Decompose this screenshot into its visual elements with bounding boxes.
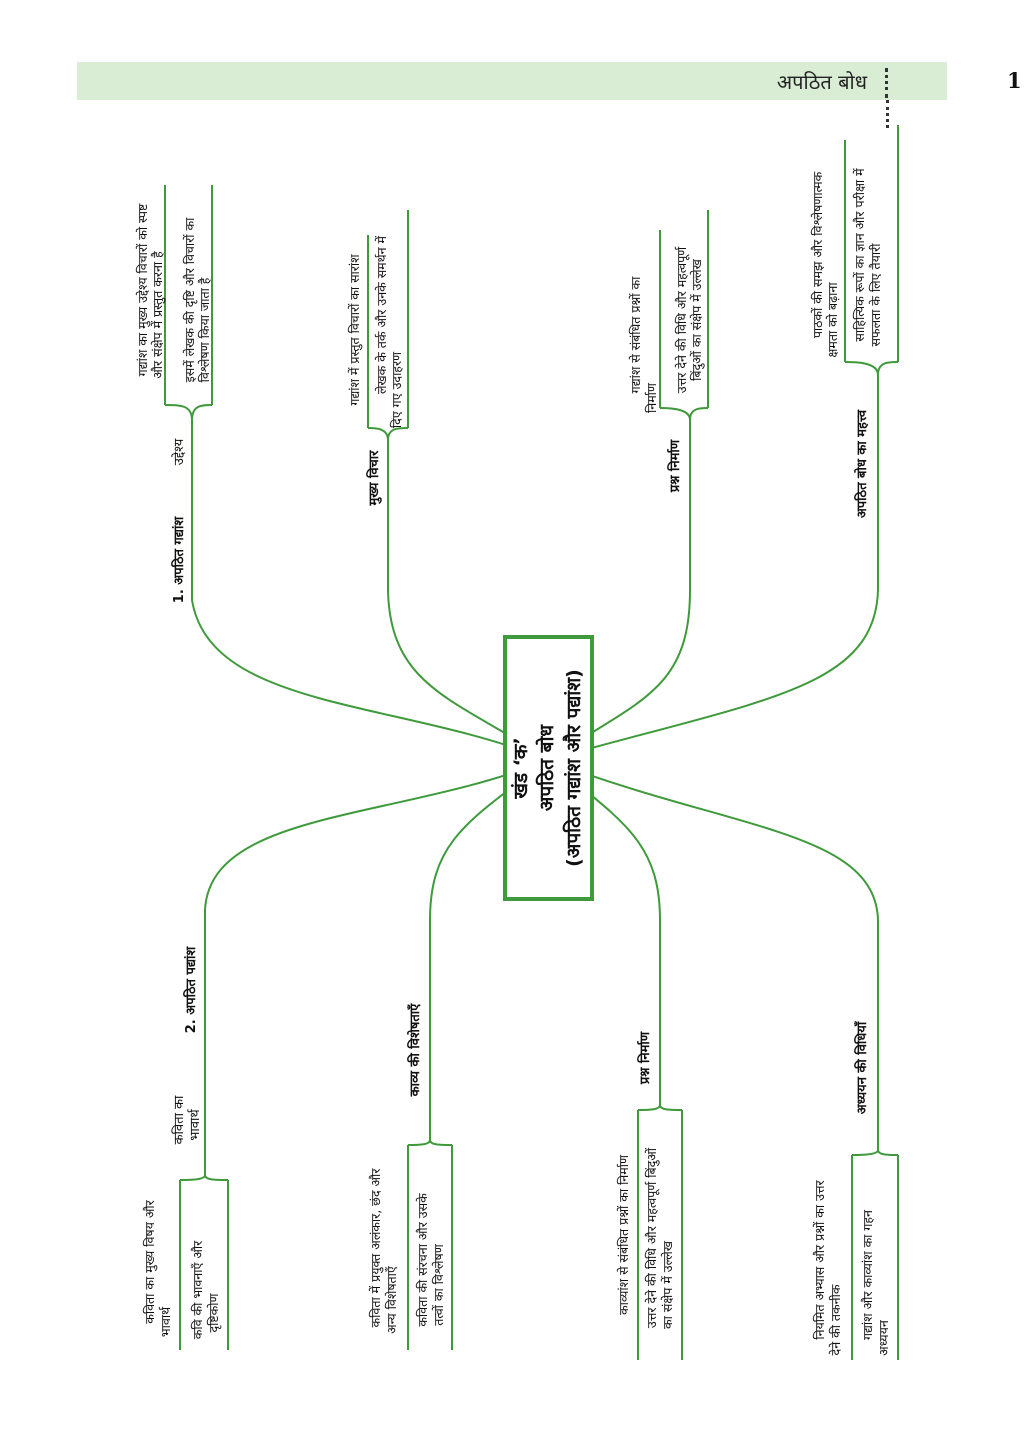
leaf-b3-2a: उत्तर देने की विधि और महत्वपूर्ण xyxy=(674,246,690,394)
header-separator xyxy=(885,68,888,98)
center-title-line3: (अपठित गद्यांश और पद्यांश) xyxy=(563,669,586,867)
leaf-b8-2a: गद्यांश और काव्यांश का गहन xyxy=(860,1210,876,1340)
sub-label-b5-line2: भावार्थ xyxy=(187,1109,203,1141)
header-dotted-tick xyxy=(886,100,889,128)
branch-label-2: मुख्य विचार xyxy=(366,450,382,506)
leaf-b2-1a: गद्यांश में प्रस्तुत विचारों का सारांश xyxy=(347,254,363,406)
leaf-b4-1a: पाठकों की समझ और विश्लेषणात्मक xyxy=(810,171,826,339)
center-title-line2: अपठित बोध xyxy=(536,724,559,812)
page-header: अपठित बोध 1 xyxy=(77,62,1022,100)
branch-label-6: काव्य की विशेषताएँ xyxy=(407,1003,423,1097)
leaf-b1-2a: इसमें लेखक की दृष्टि और विचारों का xyxy=(182,217,198,383)
fork-b8 xyxy=(851,1140,899,1156)
leaf-b2-2b: दिए गए उदाहरण xyxy=(389,351,405,429)
leaf-b3-1a: गद्यांश से संबंधित प्रश्नों का xyxy=(628,276,644,394)
connector-b4 xyxy=(547,420,879,761)
connector-b1 xyxy=(191,470,549,761)
leaf-b6-2a: कविता की संरचना और उसके xyxy=(415,1193,431,1327)
leaf-b7-1a: काव्यांश से संबंधित प्रश्नों का निर्माण xyxy=(616,1154,632,1316)
fork-b7 xyxy=(637,1095,683,1111)
fork-b6 xyxy=(407,1130,453,1146)
leaf-b1-1b: और संक्षेप में प्रस्तुत करना है xyxy=(150,251,166,379)
branch-label-7: प्रश्न निर्माण xyxy=(637,1031,653,1085)
leaf-b4-2b: सफलता के लिए तैयारी xyxy=(868,243,884,347)
center-title-line1: खंड ‘क’ xyxy=(510,737,533,799)
center-node-box xyxy=(503,635,594,901)
leaf-b5-1b: भावार्थ xyxy=(158,1306,174,1338)
leaf-b3-2b: बिंदुओं का संक्षेप में उल्लेख xyxy=(689,259,705,381)
leaf-b1-2b: विश्लेषण किया जाता है xyxy=(197,277,213,383)
leaf-b4-1b: क्षमता को बढ़ाना xyxy=(825,282,841,358)
leaf-b5-1a: कविता का मुख्य विषय और xyxy=(142,1200,158,1324)
sub-label-b5-line1: कविता का xyxy=(171,1095,187,1145)
leaf-b4-2a: साहित्यिक रूपों का ज्ञान और परीक्षा में xyxy=(852,168,868,342)
leaf-b5-2b: दृष्टिकोण xyxy=(206,1293,222,1333)
branch-label-3: प्रश्न निर्माण xyxy=(667,439,683,493)
leaf-b6-1b: अन्य विशेषताएँ xyxy=(384,1266,400,1334)
fork-b5 xyxy=(179,1165,229,1181)
connector-b5 xyxy=(204,759,549,1165)
leaf-b8-1a: नियमित अभ्यास और प्रश्नों का उत्तर xyxy=(812,1180,828,1340)
leaf-b7-2a: उत्तर देने की विधि और महत्वपूर्ण बिंदुओं xyxy=(644,1147,660,1329)
page-number: 1 xyxy=(1007,68,1022,93)
leaf-b6-1a: कविता में प्रयुक्त अलंकार, छंद और xyxy=(368,1168,384,1328)
leaf-b8-1b: देने की तकनीक xyxy=(828,1284,844,1356)
branch-label-8: अध्ययन की विधियाँ xyxy=(854,1021,870,1115)
leaf-b1-1a: गद्यांश का मुख्य उद्देश्य विचारों को स्प… xyxy=(135,203,151,377)
fork-b1 xyxy=(164,404,213,470)
fork-b2 xyxy=(367,427,409,470)
branch-label-1: 1. अपठित गद्यांश xyxy=(171,516,187,604)
branch-label-5: 2. अपठित पद्यांश xyxy=(183,946,199,1034)
leaf-b2-2a: लेखक के तर्क और उनके समर्थन में xyxy=(374,235,390,395)
leaf-b6-2b: तत्वों का विश्लेषण xyxy=(431,1244,447,1326)
leaf-b3-1b: निर्माण xyxy=(644,383,660,413)
header-title: अपठित बोध xyxy=(776,70,867,94)
fork-b3 xyxy=(659,407,709,440)
sub-label-b1: उद्देश्य xyxy=(171,438,187,466)
leaf-b5-2a: कवि की भावनाएँ और xyxy=(190,1240,206,1340)
fork-b4 xyxy=(844,361,899,420)
connector-b8 xyxy=(547,759,879,1140)
branch-label-4: अपठित बोध का महत्त्व xyxy=(854,409,870,519)
leaf-b7-2b: का संक्षेप में उल्लेख xyxy=(660,1241,676,1329)
leaf-b8-2b: अध्ययन xyxy=(876,1320,892,1356)
